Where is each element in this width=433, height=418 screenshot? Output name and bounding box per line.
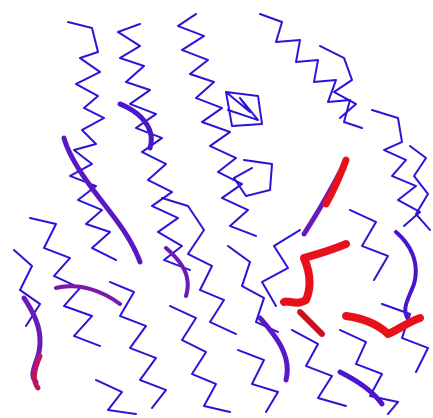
- backbone-segment: [371, 109, 421, 227]
- ribbon-segment-high: [342, 312, 424, 338]
- ribbon-segment: [117, 101, 154, 151]
- backbone-segment: [291, 329, 347, 407]
- backbone-segment: [237, 349, 279, 413]
- backbone-segment: [13, 249, 41, 327]
- backbone-segment: [261, 229, 301, 307]
- ribbon-segment: [31, 353, 43, 391]
- backbone-segment: [161, 197, 237, 335]
- ribbon-segment: [337, 369, 385, 407]
- backbone-segment: [67, 21, 117, 261]
- ribbon-segment-high: [322, 156, 350, 208]
- backbone-segment: [95, 379, 137, 415]
- backbone-segment: [227, 245, 279, 333]
- backbone-segment: [169, 305, 231, 413]
- ribbon-segment: [164, 246, 190, 298]
- backbone-segment: [109, 281, 167, 409]
- backbone-segment: [29, 217, 101, 347]
- backbone-highlight-region: [280, 156, 424, 338]
- backbone-segment: [381, 303, 429, 373]
- backbone-segment: [319, 45, 357, 119]
- backbone-segment: [117, 23, 191, 271]
- ribbon-segment: [394, 230, 418, 324]
- ribbon-segment-high: [297, 309, 325, 337]
- ribbon-segment: [61, 135, 143, 265]
- backbone-segment: [339, 329, 399, 415]
- backbone-segment: [259, 13, 363, 129]
- ribbon-segment: [54, 284, 122, 306]
- backbone-segment: [409, 145, 431, 231]
- ribbon-segment-high: [280, 254, 314, 307]
- backbone-segment: [349, 209, 389, 281]
- backbone-segment: [225, 91, 263, 127]
- backbone-segment: [233, 159, 273, 197]
- backbone-trace-thin: [13, 13, 431, 415]
- ribbon-segment: [257, 315, 290, 383]
- backbone-segment: [177, 13, 257, 237]
